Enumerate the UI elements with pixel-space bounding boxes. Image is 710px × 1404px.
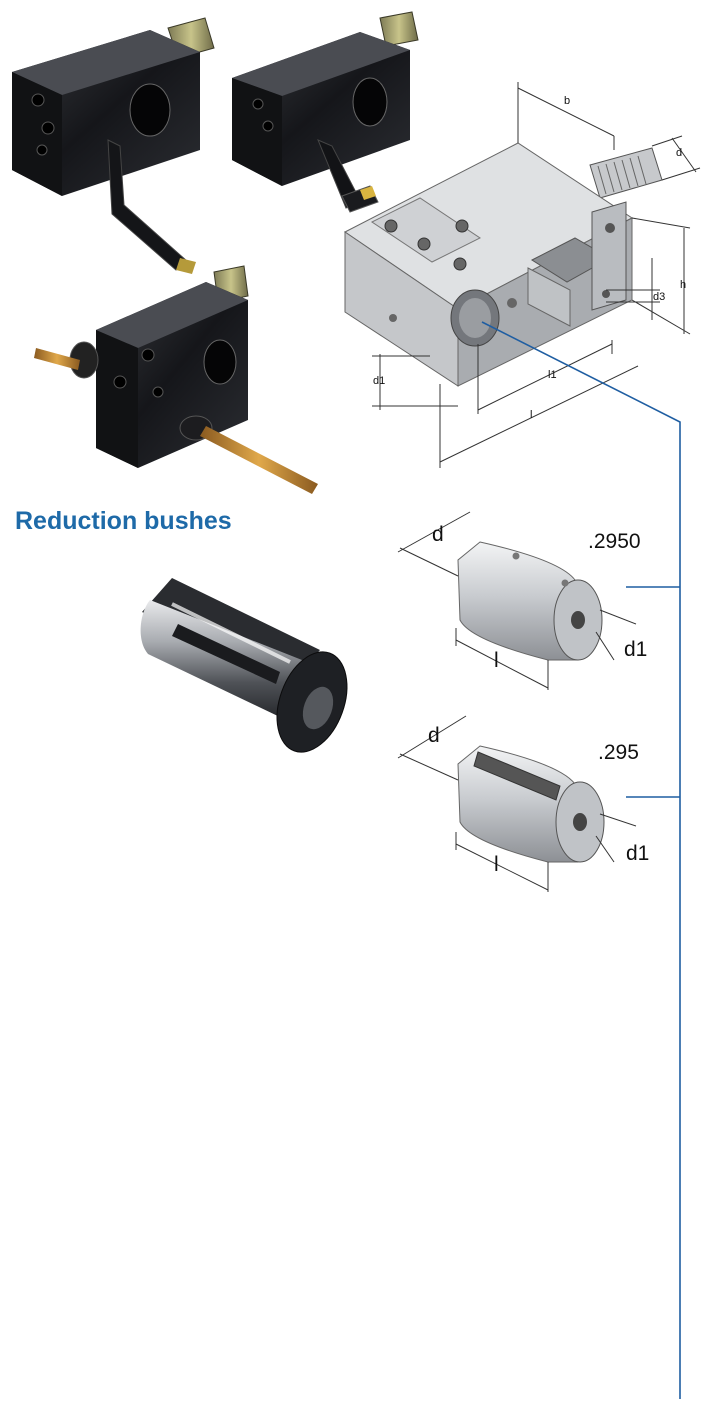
serrated-shank bbox=[589, 147, 663, 199]
solid-bush-label-l: l bbox=[494, 649, 499, 672]
section-heading: Reduction bushes bbox=[15, 507, 232, 535]
tool-holder-technical-drawing bbox=[344, 142, 663, 387]
tool-holder-photo-insert bbox=[232, 11, 419, 213]
solid-bush-drawing: d l d1 .2950 bbox=[397, 511, 647, 690]
dim-label-l1: l1 bbox=[548, 369, 557, 381]
block-dimension-lines bbox=[372, 82, 701, 468]
dim-label-d: d bbox=[676, 147, 682, 159]
solid-bush-label-d: d bbox=[432, 523, 444, 546]
slotted-bush-dim-lines bbox=[397, 715, 637, 892]
solid-bush-label-d1: d1 bbox=[624, 638, 647, 661]
slotted-bush-label-d: d bbox=[428, 724, 440, 747]
leader-line bbox=[481, 321, 681, 1399]
dim-label-h: h bbox=[680, 279, 686, 291]
tool-holder-photo-drill bbox=[34, 265, 318, 494]
slotted-bush-code: .295 bbox=[598, 741, 639, 764]
slotted-bush-drawing: d l d1 .295 bbox=[397, 715, 649, 892]
solid-bush-dim-lines bbox=[397, 511, 637, 690]
dim-label-l: l bbox=[530, 409, 532, 421]
slotted-bush-label-d1: d1 bbox=[626, 842, 649, 865]
dim-label-d3: d3 bbox=[653, 291, 665, 303]
solid-bush-code: .2950 bbox=[588, 530, 641, 553]
tool-holder-photo-boring-bar bbox=[12, 17, 215, 274]
slotted-bush-label-l: l bbox=[494, 853, 499, 876]
dim-label-d1: d1 bbox=[373, 375, 385, 387]
dim-label-b: b bbox=[564, 95, 570, 107]
reduction-bush-photo bbox=[140, 578, 348, 753]
block-dimension-labels: b d h d3 d1 l1 l bbox=[373, 95, 686, 421]
